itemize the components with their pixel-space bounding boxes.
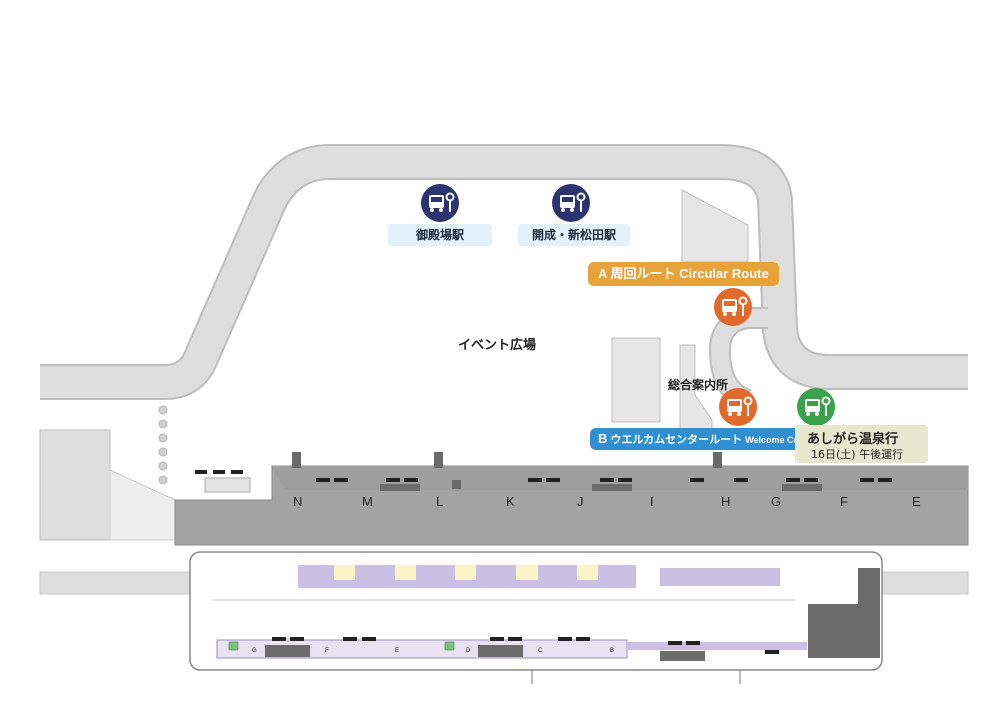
destination-gotemba: 御殿場駅 [388, 224, 492, 246]
stop-letter-K: K [506, 494, 515, 509]
stop-letter-N: N [293, 494, 303, 509]
route-a-en: Circular Route [679, 266, 769, 281]
onsen-note: 16日(土) 午後運行 [811, 448, 904, 461]
terminal-letter-G: G [252, 648, 257, 654]
bus-stop-icon-route-b[interactable] [719, 388, 757, 426]
stop-letter-E: E [912, 494, 921, 509]
stop-letter-F: F [840, 494, 848, 509]
terminal-core [808, 568, 880, 658]
left-road-block [39, 429, 111, 541]
terminal-letter-F: F [325, 648, 329, 654]
route-b-jp: ウエルカムセンタールート [610, 434, 743, 446]
stop-letter-J: J [577, 494, 584, 509]
bus-bays [195, 470, 892, 482]
terminal-letter-B: B [610, 648, 615, 654]
building-block [611, 337, 661, 423]
route-b-label[interactable]: B ウエルカムセンタールート Welcome Center Route [590, 428, 852, 450]
bus-stop-icon-kaisei[interactable] [552, 184, 590, 222]
stop-letter-I: I [650, 494, 654, 509]
route-b-en: Welcome Center Route [745, 435, 843, 445]
dots-column [158, 405, 168, 485]
onsen-title: あしがら温泉行 [807, 432, 899, 447]
route-b-prefix: B [598, 431, 608, 446]
stop-letter-G: G [771, 494, 782, 509]
stop-letter-M: M [362, 494, 373, 509]
terminal-letter-C: C [538, 648, 543, 654]
route-a-jp: 周回ルート [610, 266, 676, 281]
onsen-info-box: あしがら温泉行 16日(土) 午後運行 [795, 425, 928, 463]
bus-stop-icon-gotemba[interactable] [421, 184, 459, 222]
route-a-label[interactable]: A 周回ルート Circular Route [588, 262, 779, 286]
terminal-letter-D: D [466, 648, 471, 654]
route-a-prefix: A [598, 266, 607, 281]
stop-letter-L: L [436, 494, 444, 509]
bus-stop-icon-onsen[interactable] [797, 388, 835, 426]
event-plaza-label: イベント広場 [458, 338, 537, 353]
bus-stop-icon-route-a[interactable] [714, 288, 752, 326]
destination-kaisei: 開成・新松田駅 [518, 224, 630, 246]
stop-letter-H: H [721, 494, 731, 509]
building-triangle [681, 189, 749, 263]
terminal-letter-E: E [395, 648, 400, 654]
upper-concourse [298, 565, 636, 588]
info-center-label: 総合案内所 [668, 378, 729, 392]
